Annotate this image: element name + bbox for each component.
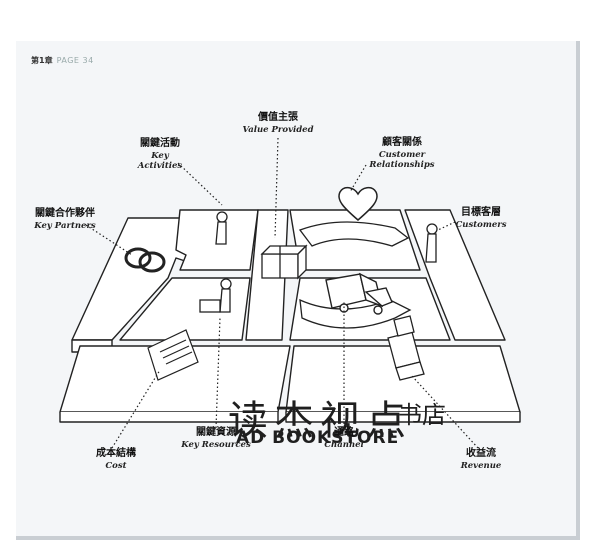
rings-icon xyxy=(124,247,166,273)
label-channel-en: Channel xyxy=(324,439,364,450)
label-partners-en: Key Partners xyxy=(34,220,96,231)
label-revenue: 收益流 Revenue xyxy=(455,448,507,471)
label-channel: 通路 Channel xyxy=(318,427,370,450)
label-customers: 目標客層 Customers xyxy=(449,207,513,230)
label-activities-en: Key Activities xyxy=(137,150,183,172)
heart-icon xyxy=(338,186,378,221)
label-value-en: Value Provided xyxy=(242,124,314,135)
label-resources-zh: 關鍵資源 xyxy=(196,427,236,438)
label-relationships-en-1: Customer xyxy=(378,149,426,160)
label-cost-zh: 成本結構 xyxy=(96,448,136,459)
label-resources-en: Key Resources xyxy=(181,439,251,450)
truck-icon xyxy=(325,272,393,315)
label-resources: 關鍵資源 Key Resources xyxy=(178,427,254,450)
label-partners-zh: 關鍵合作夥伴 xyxy=(35,208,95,219)
key-resources-block xyxy=(119,277,251,341)
label-value: 價值主張 Value Provided xyxy=(241,112,315,135)
label-value-zh: 價值主張 xyxy=(258,112,298,123)
label-relationships-zh: 顧客關係 xyxy=(382,137,422,148)
label-customers-en: Customers xyxy=(455,219,507,230)
chapter-label: 第1章 xyxy=(31,56,53,65)
invoice-icon xyxy=(147,329,199,381)
label-cost: 成本結構 Cost xyxy=(88,448,144,471)
label-customers-zh: 目標客層 xyxy=(461,207,501,218)
label-revenue-zh: 收益流 xyxy=(466,448,496,459)
label-revenue-en: Revenue xyxy=(460,460,502,471)
label-relationships-en-2: Relationships xyxy=(369,160,435,171)
label-partners: 關鍵合作夥伴 Key Partners xyxy=(25,208,105,231)
watermark-chinese: 读杰视点 xyxy=(228,398,412,444)
watermark-english: AD BOOKSTORE xyxy=(236,428,400,448)
label-channel-zh: 通路 xyxy=(334,427,354,438)
leader-lines xyxy=(85,137,479,449)
gift-box-icon xyxy=(260,244,308,280)
arrow-ring-bottom xyxy=(299,298,412,329)
label-activities: 關鍵活動 Key Activities xyxy=(128,138,192,172)
label-cost-en: Cost xyxy=(105,460,127,471)
label-activities-zh: 關鍵活動 xyxy=(140,138,180,149)
watermark-suffix: 书店 xyxy=(398,401,446,429)
cash-register-icon xyxy=(387,315,425,381)
arrow-ring-top xyxy=(298,221,410,247)
people-figures xyxy=(199,211,438,313)
page-number: PAGE 34 xyxy=(56,56,94,65)
label-relationships: 顧客關係 Customer Relationships xyxy=(362,137,442,171)
